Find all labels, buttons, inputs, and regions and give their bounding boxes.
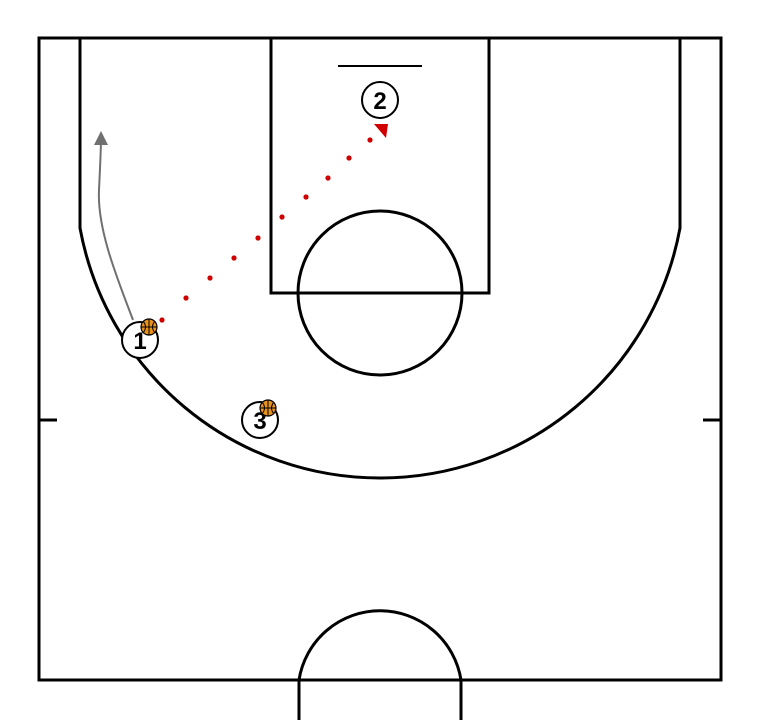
pass-line — [159, 124, 388, 323]
paint-lane — [269, 36, 491, 295]
player-2: 2 — [361, 81, 399, 119]
free-throw-circle — [296, 209, 464, 377]
court-boundary — [37, 36, 723, 682]
cut-arrow — [93, 131, 134, 321]
player-2-label: 2 — [373, 88, 386, 115]
player-3: 3 — [241, 399, 279, 439]
court-lines — [37, 36, 723, 720]
basketball-icon — [259, 399, 277, 417]
basketball-icon — [140, 318, 158, 336]
pass-arrow-head — [374, 124, 388, 138]
center-circle — [297, 609, 463, 720]
player-1: 1 — [121, 318, 159, 359]
player-1-label: 1 — [133, 328, 146, 355]
